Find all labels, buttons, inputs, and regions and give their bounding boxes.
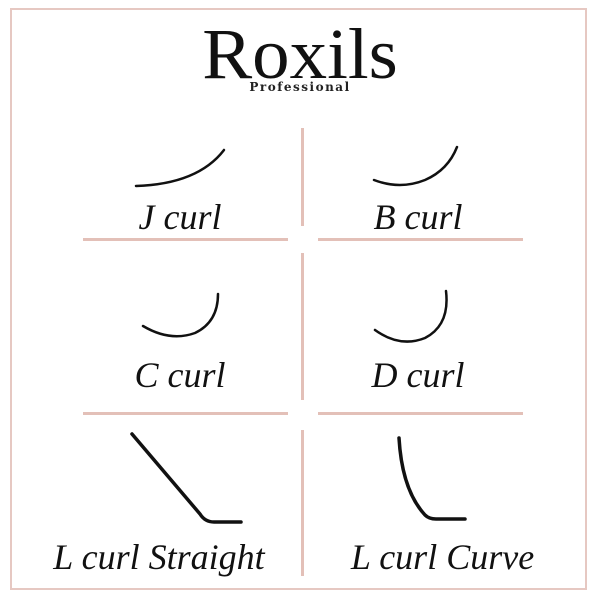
l-curl-curve-lash-icon [397, 436, 467, 521]
label-l-curl-curve: L curl Curve [350, 537, 535, 577]
brand-logo: Roxils [0, 18, 600, 90]
label-j-curl: J curl [138, 197, 222, 237]
divider-horizontal-lower-right [318, 412, 523, 415]
c-curl-lash-icon [141, 292, 220, 338]
divider-horizontal-upper-left [83, 238, 288, 241]
divider-horizontal-lower-left [83, 412, 288, 415]
divider-horizontal-upper-right [318, 238, 523, 241]
j-curl-lash-icon [134, 148, 226, 188]
brand-subtitle: Professional [249, 80, 351, 94]
d-curl-lash-icon [373, 289, 448, 343]
brand-name: Roxils [202, 14, 398, 94]
b-curl-lash-icon [372, 145, 459, 187]
label-c-curl: C curl [134, 355, 226, 395]
l-curl-straight-lash-icon [130, 432, 243, 524]
label-d-curl: D curl [371, 355, 465, 395]
label-l-curl-straight: L curl Straight [53, 537, 265, 577]
divider-vertical-top [301, 128, 304, 226]
outer-frame [10, 8, 587, 590]
divider-vertical-middle [301, 253, 304, 400]
label-b-curl: B curl [373, 197, 463, 237]
divider-vertical-bottom [301, 430, 304, 576]
